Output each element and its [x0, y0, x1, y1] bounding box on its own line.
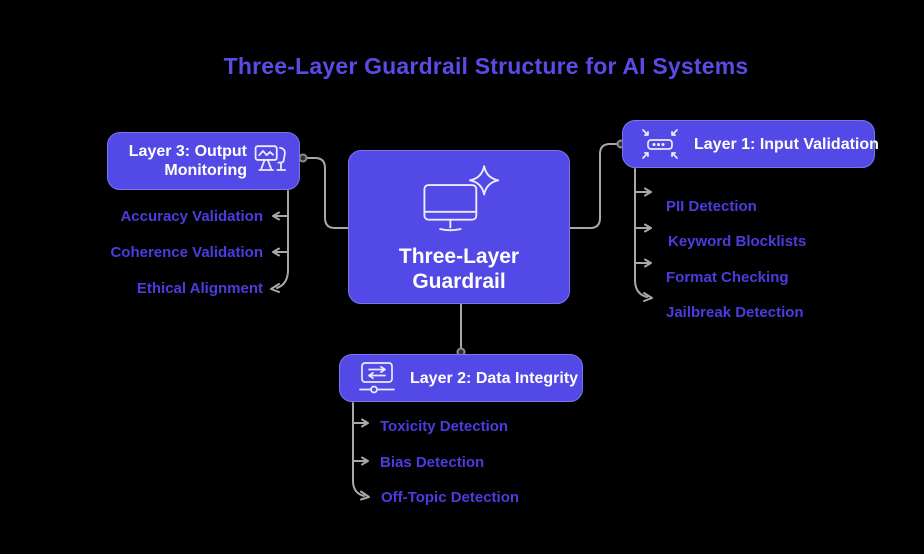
layer2-item: Off-Topic Detection: [381, 489, 520, 506]
layer2-title: Layer 2: Data Integrity: [410, 369, 579, 387]
layer3-item: Accuracy Validation: [120, 208, 263, 225]
layer3-item: Coherence Validation: [110, 244, 263, 261]
layer3-node: Layer 3: Output Monitoring: [107, 132, 300, 190]
layer2-items-spine: [352, 402, 370, 501]
monitor-sparkle-icon: [423, 165, 500, 232]
center-node: Three-Layer Guardrail: [348, 150, 570, 304]
connector-layer3-center: [302, 157, 350, 229]
monitoring-station-icon: [254, 145, 287, 171]
layer1-items-spine: [634, 168, 653, 302]
layer1-title: Layer 1: Input Validation: [694, 135, 879, 153]
layer1-item: Jailbreak Detection: [666, 304, 804, 321]
layer1-item: Keyword Blocklists: [668, 233, 807, 250]
layer2-item: Bias Detection: [380, 454, 485, 471]
layer3-items-spine: [270, 190, 289, 293]
layer3-title: Layer 3: Output Monitoring: [128, 143, 247, 179]
layer1-item: PII Detection: [666, 198, 757, 215]
layer1-item: Format Checking: [666, 269, 789, 286]
connector-dot-layer3: [298, 153, 308, 163]
compress-input-icon: [642, 129, 678, 159]
connector-center-layer1: [568, 143, 621, 229]
center-node-label: Three-Layer Guardrail: [398, 245, 520, 293]
data-transfer-slider-icon: [359, 362, 395, 394]
layer3-item: Ethical Alignment: [136, 280, 263, 297]
layer1-node: Layer 1: Input Validation: [622, 120, 879, 168]
layer2-node: Layer 2: Data Integrity: [339, 354, 583, 402]
page-title: Three-Layer Guardrail Structure for AI S…: [223, 53, 749, 79]
layer2-item: Toxicity Detection: [380, 418, 509, 435]
